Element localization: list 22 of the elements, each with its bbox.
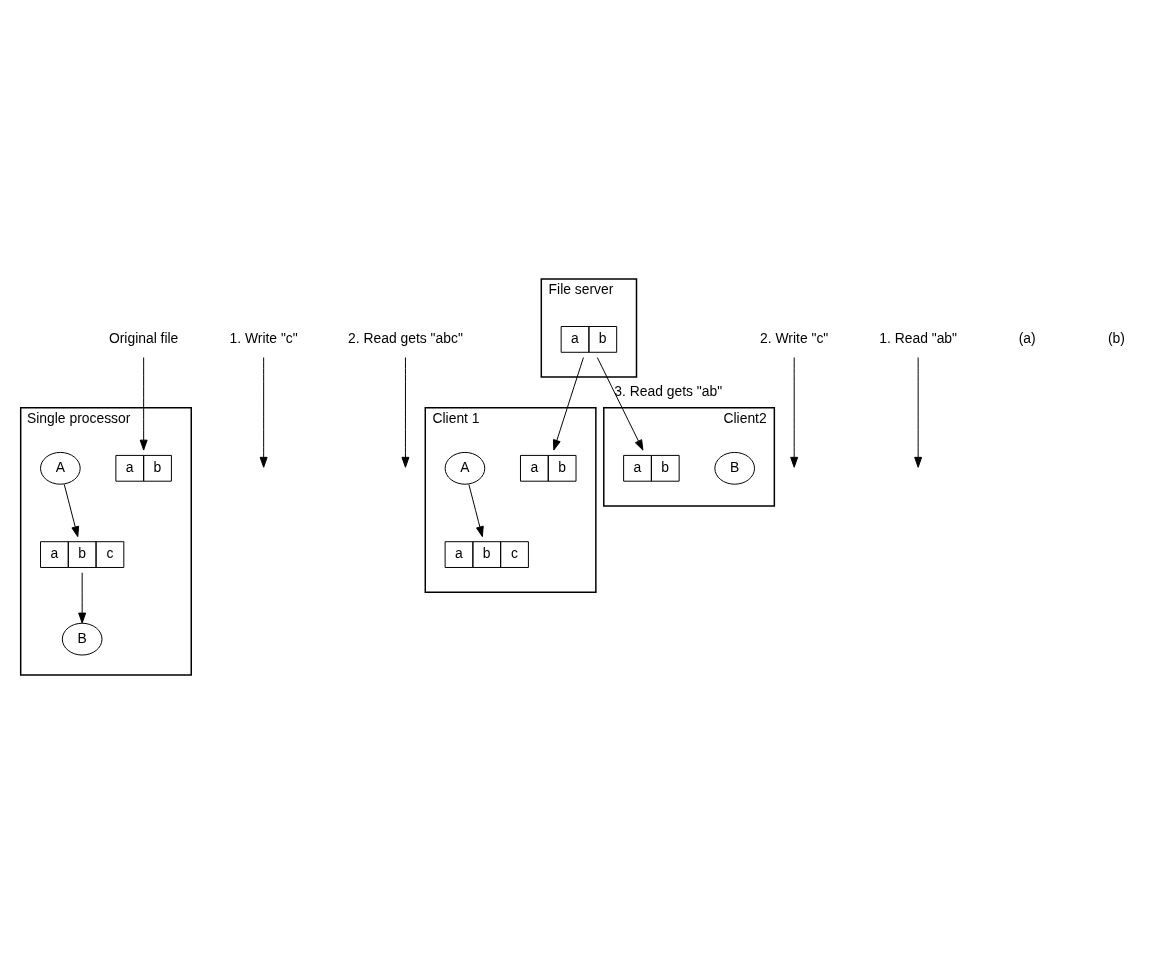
node-text: 2. Write "c" (760, 329, 829, 346)
arrow (78, 571, 87, 623)
arrow (790, 356, 799, 468)
arrow (553, 356, 584, 451)
node-text: Original file (108, 329, 179, 346)
node-text: 2. Read gets "abc" (348, 329, 463, 346)
arrow (139, 356, 148, 451)
arrow (401, 356, 410, 468)
label: (a) (1018, 329, 1036, 346)
arrow (596, 356, 644, 451)
node-ellipse: B (61, 622, 103, 656)
edge-label: 3. Read gets "ab" (614, 382, 723, 399)
label: (b) (1107, 329, 1125, 346)
arrow (63, 483, 80, 537)
arrow (468, 483, 484, 537)
arrow (914, 356, 923, 468)
node-ellipse: A (40, 451, 81, 485)
node-text: 1. Write "c" (229, 329, 298, 346)
arrow (259, 356, 268, 468)
node-ellipse: B (714, 451, 755, 485)
node-ellipse: A (444, 451, 486, 485)
node-text: 1. Read "ab" (879, 329, 958, 346)
